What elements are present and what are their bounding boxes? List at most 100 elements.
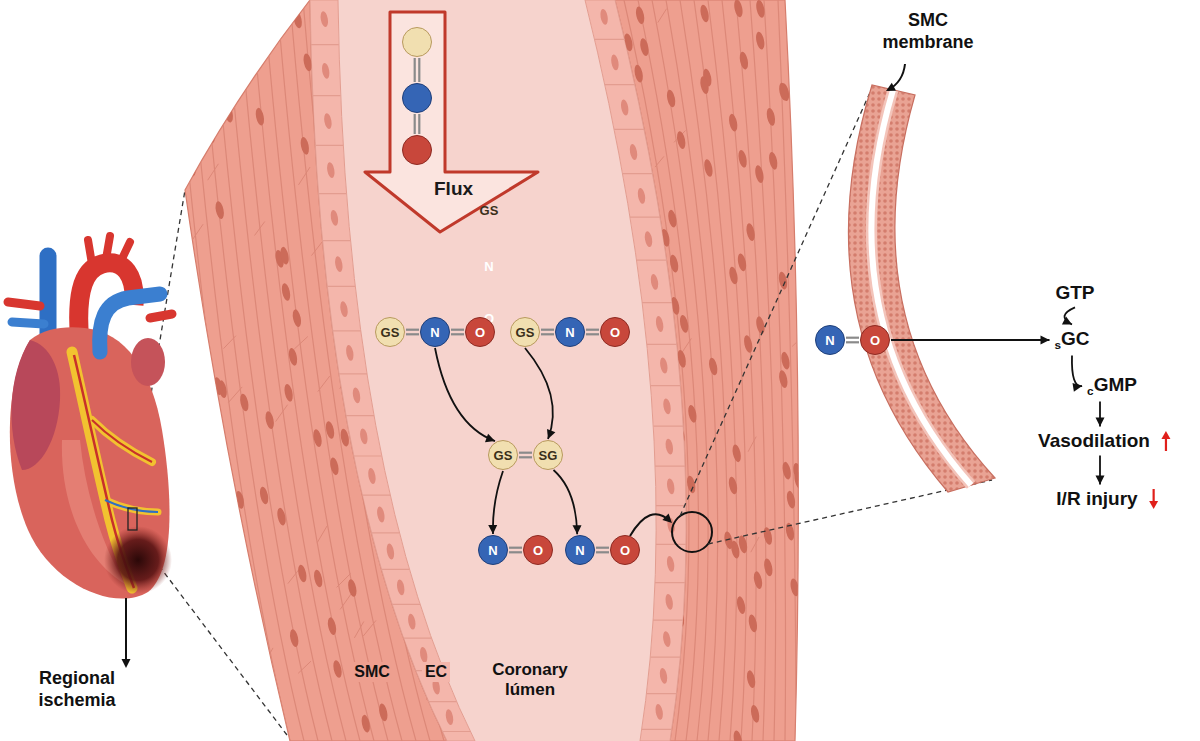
cell-border: [617, 601, 629, 614]
cell-border: [539, 55, 551, 68]
bond-line: [415, 58, 420, 82]
muscle-nucleus: [434, 260, 445, 279]
endothelial-nucleus: [644, 231, 654, 248]
bilayer-tails: [871, 90, 971, 485]
decrease-arrow: [1149, 489, 1158, 509]
cell-border: [540, 627, 550, 637]
cell-border: [330, 330, 361, 331]
muscle-nucleus: [567, 452, 578, 471]
muscle-nucleus: [166, 488, 177, 507]
muscle-nucleus: [488, 112, 499, 131]
muscle-nucleus: [292, 10, 303, 29]
atom-circle: GS: [375, 317, 405, 347]
cell-border: [492, 600, 505, 613]
muscle-fiber: [264, 0, 374, 741]
bond-stroke: [846, 341, 859, 343]
muscle-nucleus: [778, 82, 789, 101]
bond-stroke: [586, 333, 599, 335]
muscle-nucleus: [728, 113, 739, 132]
muscle-nucleus: [736, 596, 747, 615]
flux-fill: [365, 12, 538, 232]
cell-border: [497, 646, 506, 657]
muscle-nucleus: [453, 347, 464, 366]
muscle-nucleus: [737, 149, 748, 168]
atom-circle: GS: [488, 440, 518, 470]
cell-border: [378, 0, 390, 6]
endothelial-nucleus: [326, 162, 336, 179]
endothelial-texture: [308, 8, 689, 731]
atom-circle: GS: [510, 317, 540, 347]
muscle-nucleus: [660, 228, 671, 247]
arrowhead: [1096, 476, 1105, 485]
atom-circle: N: [478, 535, 508, 565]
muscle-fiber: [638, 0, 699, 741]
muscle-nucleus: [218, 582, 229, 601]
endothelial-nucleus: [319, 11, 329, 28]
endothelial-nucleus: [386, 543, 396, 560]
muscle-nucleus: [595, 555, 606, 574]
cell-border: [528, 496, 537, 514]
muscle-fiber: [708, 0, 746, 741]
muscle-nucleus: [146, 342, 157, 361]
cell-border: [178, 281, 188, 299]
muscle-nucleus: [489, 685, 500, 704]
label-text: SMC membrane: [866, 10, 990, 53]
bond-line: [596, 548, 609, 553]
cell-border: [427, 306, 440, 317]
pathway-term: cGMP: [1083, 372, 1141, 401]
bond-stroke: [519, 456, 532, 458]
muscle-nucleus: [148, 270, 159, 289]
label-text: Coronary lúmen: [475, 660, 585, 701]
cell-border: [531, 243, 542, 257]
pulmonary-vein: [150, 314, 172, 318]
reaction-arrow: [554, 470, 582, 534]
muscle-nucleus: [565, 347, 576, 366]
node-text: GTP: [1055, 282, 1094, 305]
muscle-nucleus: [522, 575, 533, 594]
endothelial-nucleus: [637, 187, 647, 204]
muscle-nucleus: [186, 158, 197, 177]
endothelial-nucleus: [650, 273, 660, 290]
muscle-fiber: [778, 0, 796, 741]
muscle-nucleus: [299, 136, 310, 155]
muscle-nucleus: [745, 223, 756, 242]
muscle-nucleus: [733, 0, 744, 18]
cell-border: [312, 145, 343, 146]
muscle-nucleus: [516, 642, 527, 661]
muscle-nucleus: [297, 564, 308, 583]
muscle-nucleus: [264, 411, 275, 430]
bond-stroke: [451, 329, 464, 331]
trend-head: [1161, 431, 1170, 439]
muscle-nucleus: [497, 0, 508, 14]
muscle-nucleus: [324, 420, 335, 439]
cell-border: [310, 95, 341, 96]
muscle-nucleus: [162, 615, 173, 634]
arrowhead: [488, 525, 497, 534]
node-text: GS: [480, 204, 499, 217]
trend-head: [1149, 501, 1158, 509]
muscle-texture: [146, 0, 811, 741]
muscle-nucleus: [255, 0, 266, 15]
muscle-nucleus: [560, 718, 571, 737]
muscle-fiber: [624, 0, 689, 741]
cell-border: [340, 374, 352, 388]
muscle-nucleus: [379, 206, 390, 225]
bond-stroke: [596, 547, 609, 549]
muscle-nucleus: [747, 614, 758, 633]
node-text: Vasodilation: [1038, 430, 1150, 453]
muscle-nucleus: [151, 219, 162, 238]
muscle-fiber: [722, 0, 756, 741]
cell-border: [650, 657, 683, 658]
muscle-nucleus: [780, 351, 791, 370]
coronary-artery: [92, 420, 152, 462]
bond-stroke: [418, 114, 420, 134]
muscle-nucleus: [434, 296, 445, 315]
muscle-nucleus: [196, 90, 207, 109]
muscle-nucleus: [644, 635, 655, 654]
cell-border: [614, 131, 627, 148]
muscle-fiber: [277, 0, 388, 741]
cell-border: [748, 437, 756, 452]
reaction-arrow: [1096, 402, 1105, 427]
muscle-nucleus: [473, 724, 484, 741]
bond-stroke: [846, 337, 859, 339]
